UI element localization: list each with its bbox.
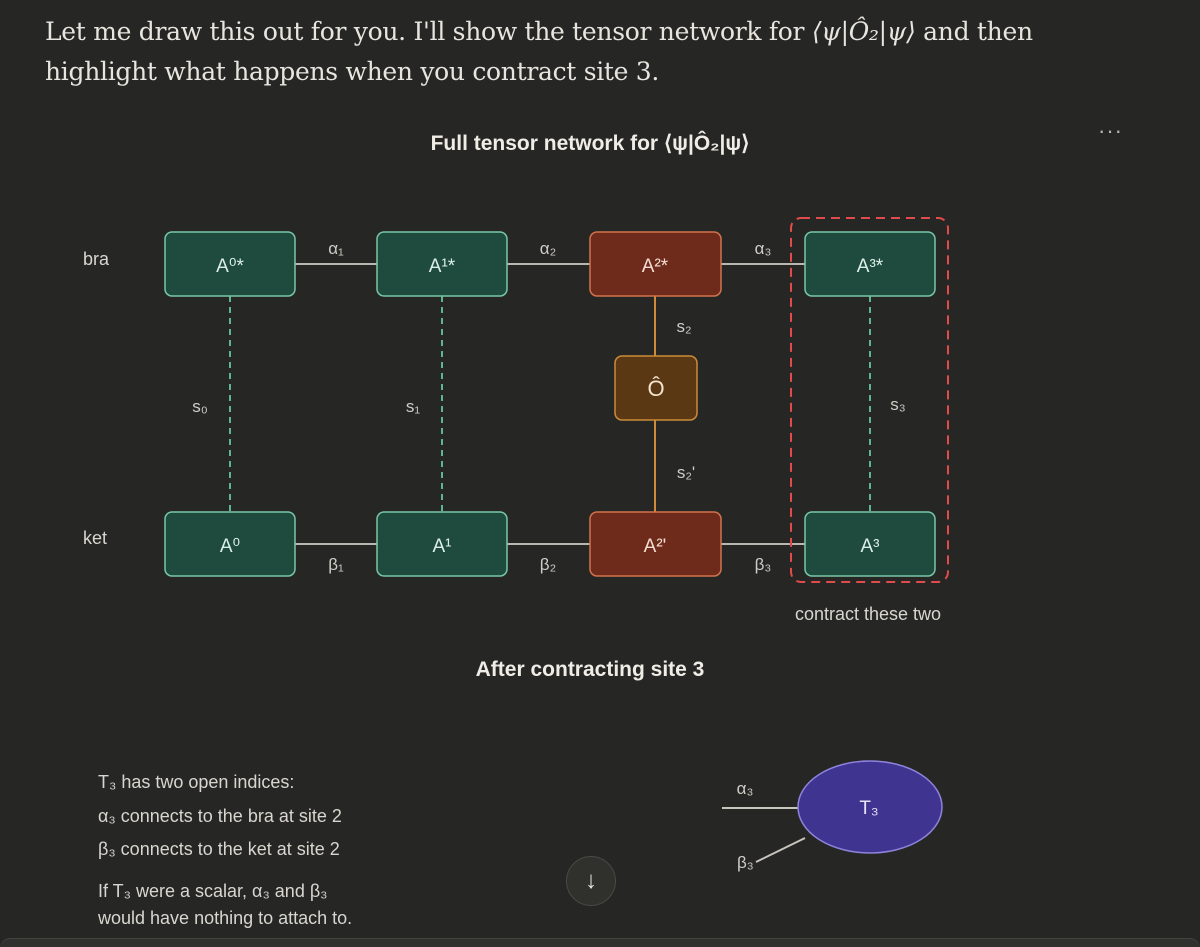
bra-tensor-3-label: A³* (857, 256, 884, 277)
operator-label: Ô (647, 376, 664, 401)
physical-label-s0: s₀ (192, 397, 208, 416)
bra-bond-label-3: α₃ (755, 239, 772, 258)
contract-caption: contract these two (795, 604, 941, 624)
bra-tensor-1 (376, 231, 508, 297)
scroll-down-button[interactable]: ↓ (566, 856, 616, 906)
bra-tensor-1-label: A¹* (429, 256, 456, 277)
t3-alpha-label: α₃ (737, 779, 754, 798)
diagram-title: Full tensor network for ⟨ψ|Ô₂|ψ⟩ (431, 131, 750, 155)
physical-label-s2-prime: s₂' (677, 463, 695, 482)
ket-tensor-2 (589, 511, 722, 577)
more-options-icon[interactable]: ··· (1098, 118, 1123, 143)
bra-tensor-2 (589, 231, 722, 297)
row-label-bra: bra (83, 249, 110, 269)
physical-label-s2: s₂ (676, 317, 691, 336)
bra-bond-label-1: α₁ (328, 239, 344, 258)
ket-tensor-3 (804, 511, 936, 577)
bra-bond-label-2: α₂ (540, 239, 556, 258)
intro-math: ⟨ψ|Ô₂|ψ⟩ (811, 17, 916, 46)
bra-tensor-3 (804, 231, 936, 297)
ket-tensor-3-label: A³ (861, 536, 880, 557)
note-line-3: β₃ connects to the ket at site 2 (98, 839, 340, 859)
bra-tensor-0-label: A⁰* (216, 256, 244, 277)
after-title: After contracting site 3 (476, 658, 705, 681)
intro-part-1: Let me draw this out for you. I'll show … (45, 17, 812, 46)
ket-tensor-1-label: A¹ (433, 536, 452, 557)
contraction-highlight-box (790, 217, 949, 583)
row-label-ket: ket (83, 528, 107, 548)
bra-tensor-0 (164, 231, 296, 297)
t3-tensor (797, 760, 943, 854)
ket-bond-label-3: β₃ (755, 555, 772, 574)
arrow-down-icon: ↓ (585, 867, 597, 894)
ket-tensor-0-label: A⁰ (220, 536, 240, 557)
ket-tensor-1 (376, 511, 508, 577)
physical-label-s1: s₁ (406, 397, 421, 416)
note-line-1: T₃ has two open indices: (98, 772, 294, 792)
bra-tensor-2-label: A²* (642, 256, 669, 277)
t3-beta-leg (755, 837, 806, 863)
t3-beta-label: β₃ (737, 853, 754, 872)
intro-text: Let me draw this out for you. I'll show … (45, 12, 1125, 92)
ket-bond-label-1: β₁ (328, 555, 344, 574)
ket-bond-label-2: β₂ (540, 555, 556, 574)
note-line-2: α₃ connects to the bra at site 2 (98, 806, 342, 826)
scalar-note-line-2: would have nothing to attach to. (97, 908, 352, 928)
t3-tensor-label: T₃ (859, 798, 878, 819)
operator-tensor (614, 355, 698, 421)
ket-tensor-0 (164, 511, 296, 577)
ket-tensor-2-label: A²' (644, 536, 667, 557)
intro-part-2: and then highlight what happens when you… (45, 17, 1033, 86)
physical-label-s3: s₃ (890, 395, 905, 414)
composer-edge (0, 938, 1200, 947)
scalar-note-line-1: If T₃ were a scalar, α₃ and β₃ (98, 881, 328, 901)
